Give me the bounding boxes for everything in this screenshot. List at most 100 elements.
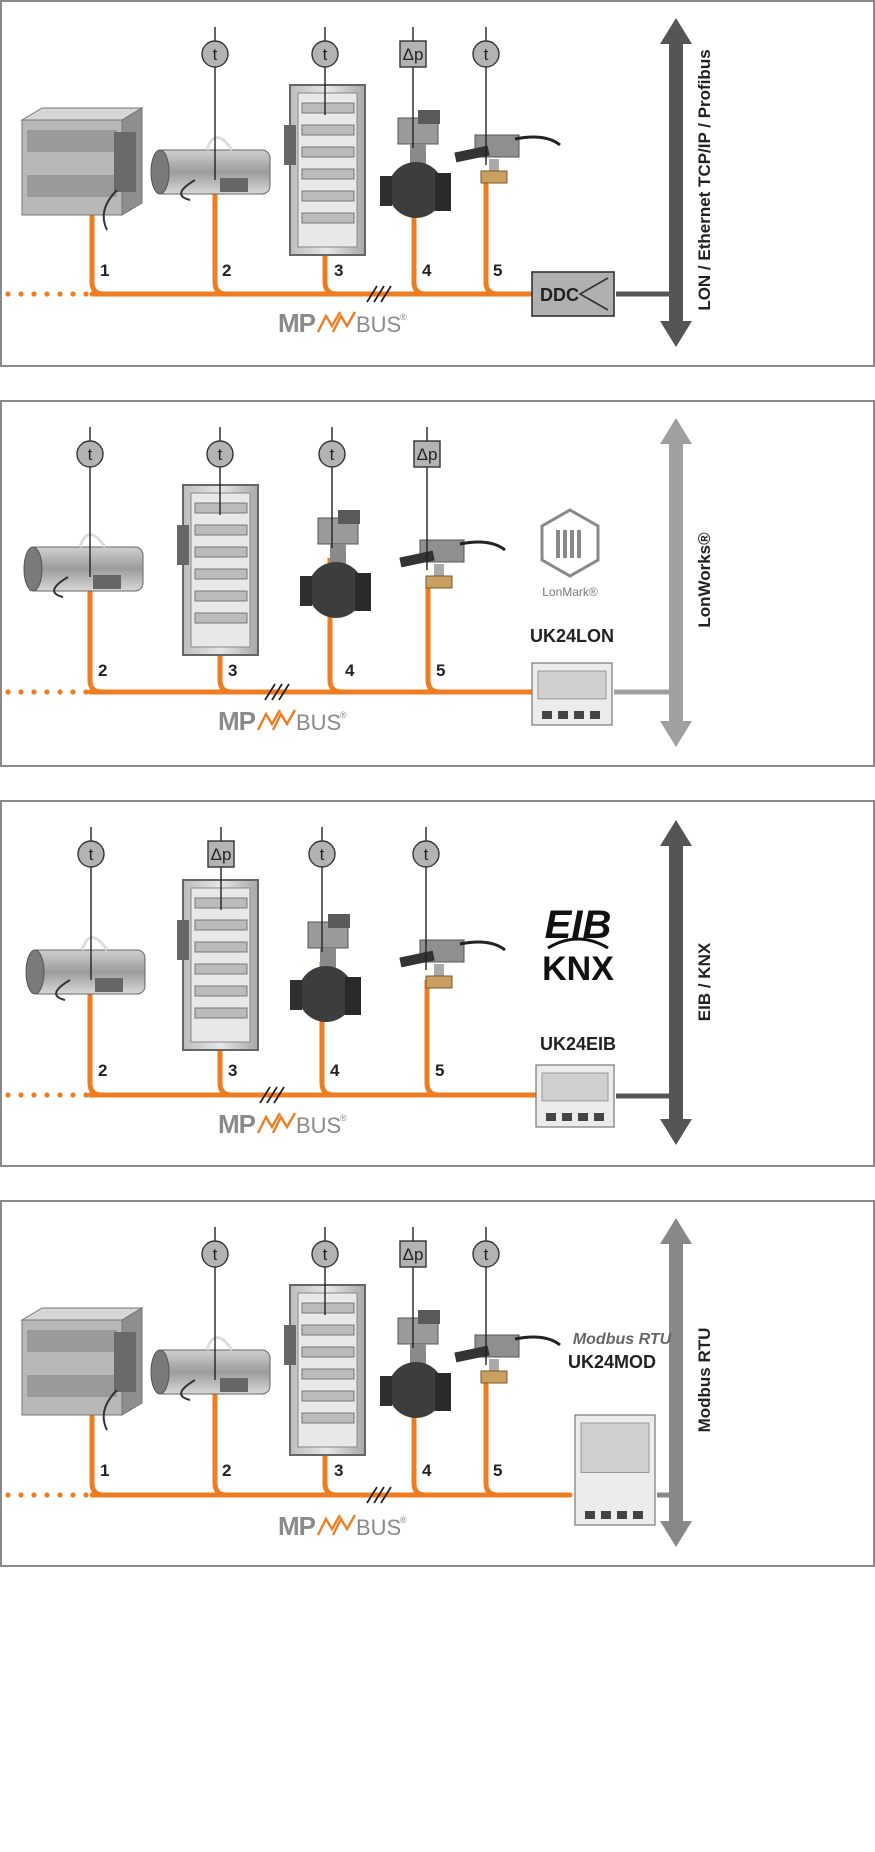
device-4: 4 bbox=[299, 509, 372, 695]
device-5: 5 bbox=[452, 133, 562, 297]
bus-continuation-dot bbox=[31, 1092, 37, 1098]
svg-text:BUS: BUS bbox=[296, 710, 341, 735]
bus-lightning-icon bbox=[256, 709, 297, 731]
lonmark-text: LonMark® bbox=[542, 585, 598, 599]
temperature-sensor-icon bbox=[206, 440, 234, 468]
bus-continuation-dot bbox=[18, 1492, 24, 1498]
device-2: 2 bbox=[149, 1336, 272, 1498]
protocol-label: Modbus RTU bbox=[573, 1331, 672, 1348]
bus-continuation-dot bbox=[5, 291, 11, 297]
network-arrow bbox=[660, 820, 692, 1145]
device-number: 5 bbox=[493, 261, 502, 280]
device-number: 4 bbox=[422, 1461, 432, 1480]
bus-continuation-dot bbox=[83, 291, 89, 297]
device-number: 4 bbox=[422, 261, 432, 280]
bus-lightning-icon bbox=[256, 1112, 297, 1134]
bus-continuation-dot bbox=[18, 689, 24, 695]
svg-text:BUS: BUS bbox=[356, 1515, 401, 1540]
sensor-label: Δp bbox=[211, 845, 232, 864]
svg-text:®: ® bbox=[340, 1113, 347, 1123]
device-number: 5 bbox=[436, 661, 445, 680]
bus-continuation-dot bbox=[44, 1492, 50, 1498]
sensor: Δp bbox=[399, 1227, 427, 1348]
sensor: t bbox=[311, 27, 339, 115]
device-5: 5 bbox=[397, 538, 507, 695]
sensor: Δp bbox=[207, 827, 235, 910]
sensor-label: t bbox=[89, 845, 94, 864]
controller-symbol-icon bbox=[578, 277, 609, 311]
bus-hatch bbox=[366, 1486, 378, 1504]
sensor-label: t bbox=[213, 1245, 218, 1264]
device-number: 2 bbox=[222, 261, 231, 280]
sensor-label: t bbox=[320, 845, 325, 864]
gateway-panel bbox=[541, 1072, 609, 1102]
device-1: 1 bbox=[21, 1307, 143, 1498]
network-arrow bbox=[660, 418, 692, 747]
svg-text:MP: MP bbox=[218, 1109, 256, 1139]
bus-continuation-dot bbox=[70, 689, 76, 695]
temperature-sensor-icon bbox=[311, 40, 339, 68]
gateway-label: UK24LON bbox=[530, 626, 614, 646]
temperature-sensor-icon bbox=[201, 40, 229, 68]
sensor-label: Δp bbox=[417, 445, 438, 464]
bus-hatch bbox=[366, 285, 378, 303]
gateway-panel bbox=[537, 670, 607, 700]
device-2: 2 bbox=[24, 936, 147, 1098]
device-number: 3 bbox=[228, 1061, 237, 1080]
device-1: 1 bbox=[21, 107, 143, 297]
device-4: 4 bbox=[289, 913, 362, 1098]
sensor: t bbox=[472, 27, 500, 165]
device-number: 5 bbox=[435, 1061, 444, 1080]
device-2: 2 bbox=[22, 533, 145, 695]
svg-text:®: ® bbox=[400, 1515, 407, 1525]
sensor: t bbox=[201, 1227, 229, 1380]
sensor-label: Δp bbox=[403, 45, 424, 64]
temperature-sensor-icon bbox=[472, 40, 500, 68]
sensor-label: t bbox=[213, 45, 218, 64]
sensor: t bbox=[308, 827, 336, 952]
device-3: 3 bbox=[176, 484, 259, 695]
bus-continuation-dot bbox=[57, 1492, 63, 1498]
device-number: 2 bbox=[98, 1061, 107, 1080]
pressure-sensor-icon bbox=[399, 1240, 427, 1268]
bus-lightning-icon bbox=[316, 1514, 357, 1536]
device-4: 4 bbox=[379, 1309, 452, 1498]
svg-text:BUS: BUS bbox=[296, 1113, 341, 1138]
sensor-label: t bbox=[330, 445, 335, 464]
sensor-label: t bbox=[323, 1245, 328, 1264]
gateway-label: UK24MOD bbox=[568, 1352, 656, 1372]
sensor-label: Δp bbox=[403, 1245, 424, 1264]
bus-hatch bbox=[264, 683, 276, 701]
temperature-sensor-icon bbox=[311, 1240, 339, 1268]
sensor: t bbox=[311, 1227, 339, 1315]
knx-text: KNX bbox=[542, 950, 614, 988]
mp-bus-line bbox=[5, 285, 533, 303]
bus-continuation-dot bbox=[70, 1492, 76, 1498]
sensor-label: t bbox=[424, 845, 429, 864]
sensor-label: t bbox=[484, 1245, 489, 1264]
bus-hatch bbox=[271, 683, 283, 701]
temperature-sensor-icon bbox=[472, 1240, 500, 1268]
bus-hatch bbox=[380, 1486, 392, 1504]
bus-continuation-dot bbox=[70, 291, 76, 297]
device-number: 4 bbox=[345, 661, 355, 680]
mp-bus-logo: MP BUS® bbox=[218, 1109, 347, 1139]
bus-continuation-dot bbox=[18, 291, 24, 297]
sensor-label: t bbox=[218, 445, 223, 464]
bus-continuation-dot bbox=[5, 1492, 11, 1498]
svg-text:MP: MP bbox=[278, 308, 316, 338]
pressure-sensor-icon bbox=[207, 840, 235, 868]
bus-continuation-dot bbox=[18, 1092, 24, 1098]
bus-continuation-dot bbox=[44, 291, 50, 297]
gateway-label: UK24EIB bbox=[540, 1034, 616, 1054]
bus-continuation-dot bbox=[57, 689, 63, 695]
device-number: 1 bbox=[100, 1461, 109, 1480]
